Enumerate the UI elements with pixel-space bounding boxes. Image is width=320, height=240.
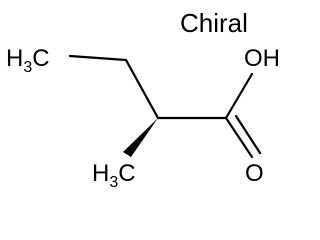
- methyl-bottom-h: H: [92, 160, 109, 187]
- carbonyl-double-bond-line-2: [234, 114, 262, 155]
- methyl-top-subscript: 3: [23, 59, 32, 76]
- hydroxyl-label: OH: [244, 45, 280, 72]
- methyl-bottom-label: H3C: [92, 160, 136, 191]
- carbonyl-double-bond-line-1: [224, 116, 254, 159]
- molecule-structure: Chiral H3C H3C OH O: [6, 8, 280, 191]
- methyl-top-c: C: [32, 45, 49, 72]
- methyl-bottom-c: C: [118, 160, 135, 187]
- chiral-label: Chiral: [180, 8, 248, 38]
- methyl-top-label: H3C: [6, 45, 50, 76]
- bond-carbonyl-carbon-to-hydroxyl: [224, 72, 254, 120]
- carbonyl-oxygen-label: O: [245, 160, 264, 187]
- methyl-bottom-subscript: 3: [109, 174, 118, 191]
- bond-methyl-to-ch2: [68, 54, 128, 62]
- methyl-top-h: H: [6, 45, 23, 72]
- wedge-bond-chiral-to-methyl: [123, 118, 158, 157]
- bond-ch2-to-chiral-center: [124, 58, 160, 120]
